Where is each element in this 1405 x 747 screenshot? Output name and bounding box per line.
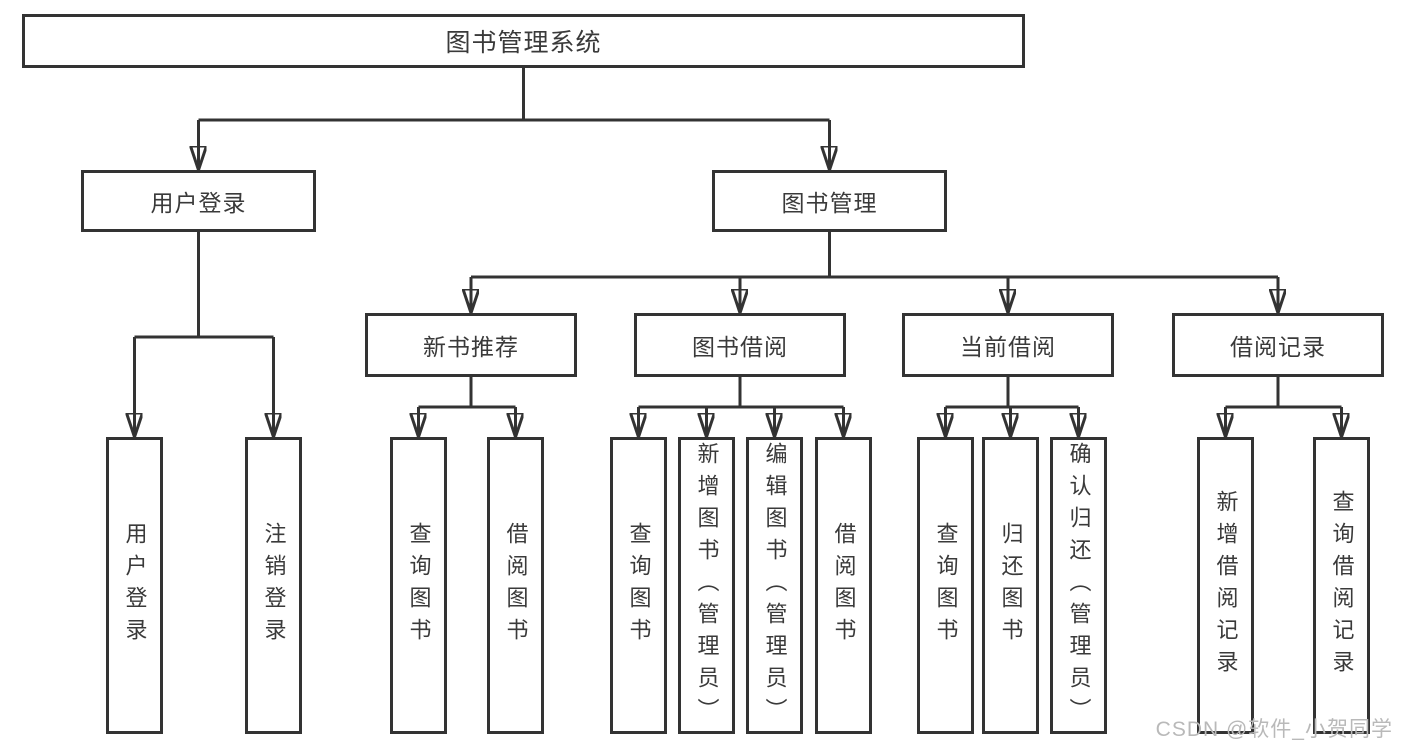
- connector-new-book-recommendation-leaves: [419, 377, 516, 437]
- node-label: 查询图书: [626, 521, 652, 650]
- node-label: 归还图书: [998, 521, 1024, 650]
- node-leaf-logout: 注销登录: [245, 437, 302, 734]
- node-leaf-edit-books-admin: 编辑图书（管理员）: [746, 437, 803, 734]
- node-label: 图书管理系统: [445, 29, 602, 57]
- node-leaf-borrow-books-2: 借阅图书: [815, 437, 872, 734]
- node-label: 查询借阅记录: [1329, 489, 1355, 682]
- node-label: 用户登录: [122, 521, 148, 650]
- node-book-management: 图书管理: [712, 170, 947, 232]
- node-new-book-recommendation: 新书推荐: [365, 313, 577, 377]
- node-label: 当前借阅: [960, 334, 1056, 360]
- node-leaf-query-books-2: 查询图书: [610, 437, 667, 734]
- connector-current-borrowing-leaves: [946, 377, 1079, 437]
- node-book-borrowing: 图书借阅: [634, 313, 846, 377]
- node-user-login: 用户登录: [81, 170, 316, 232]
- node-leaf-query-books-1: 查询图书: [390, 437, 447, 734]
- node-label: 查询图书: [406, 521, 432, 650]
- node-label: 注销登录: [261, 521, 287, 650]
- node-label: 借阅记录: [1230, 334, 1326, 360]
- node-label: 查询图书: [933, 521, 959, 650]
- csdn-watermark: CSDN @软件_小贺同学: [1155, 718, 1393, 741]
- node-label: 借阅图书: [831, 521, 857, 650]
- node-leaf-return-books: 归还图书: [982, 437, 1039, 734]
- node-leaf-add-books-admin: 新增图书（管理员）: [678, 437, 735, 734]
- node-label: 图书管理: [781, 190, 878, 216]
- node-borrowing-records: 借阅记录: [1172, 313, 1384, 377]
- node-leaf-query-borrow-record: 查询借阅记录: [1313, 437, 1370, 734]
- connector-borrowing-records-leaves: [1226, 377, 1342, 437]
- node-leaf-borrow-books-1: 借阅图书: [487, 437, 544, 734]
- node-label: 编辑图书（管理员）: [762, 441, 788, 730]
- connector-book-borrowing-leaves: [639, 377, 844, 437]
- connector-root-to-level2: [199, 68, 830, 170]
- node-label: 确认归还（管理员）: [1066, 441, 1092, 730]
- node-label: 新增借阅记录: [1213, 489, 1239, 682]
- node-leaf-confirm-return-admin: 确认归还（管理员）: [1050, 437, 1107, 734]
- node-current-borrowing: 当前借阅: [902, 313, 1114, 377]
- node-leaf-user-login: 用户登录: [106, 437, 163, 734]
- connector-book-management-to-level3: [471, 232, 1278, 313]
- node-label: 借阅图书: [503, 521, 529, 650]
- node-label: 图书借阅: [692, 334, 788, 360]
- node-library-management-system: 图书管理系统: [22, 14, 1025, 68]
- node-leaf-query-books-3: 查询图书: [917, 437, 974, 734]
- node-leaf-add-borrow-record: 新增借阅记录: [1197, 437, 1254, 734]
- node-label: 用户登录: [150, 190, 247, 216]
- node-label: 新书推荐: [423, 334, 519, 360]
- node-label: 新增图书（管理员）: [694, 441, 720, 730]
- connector-user-login-to-leaves: [135, 232, 274, 437]
